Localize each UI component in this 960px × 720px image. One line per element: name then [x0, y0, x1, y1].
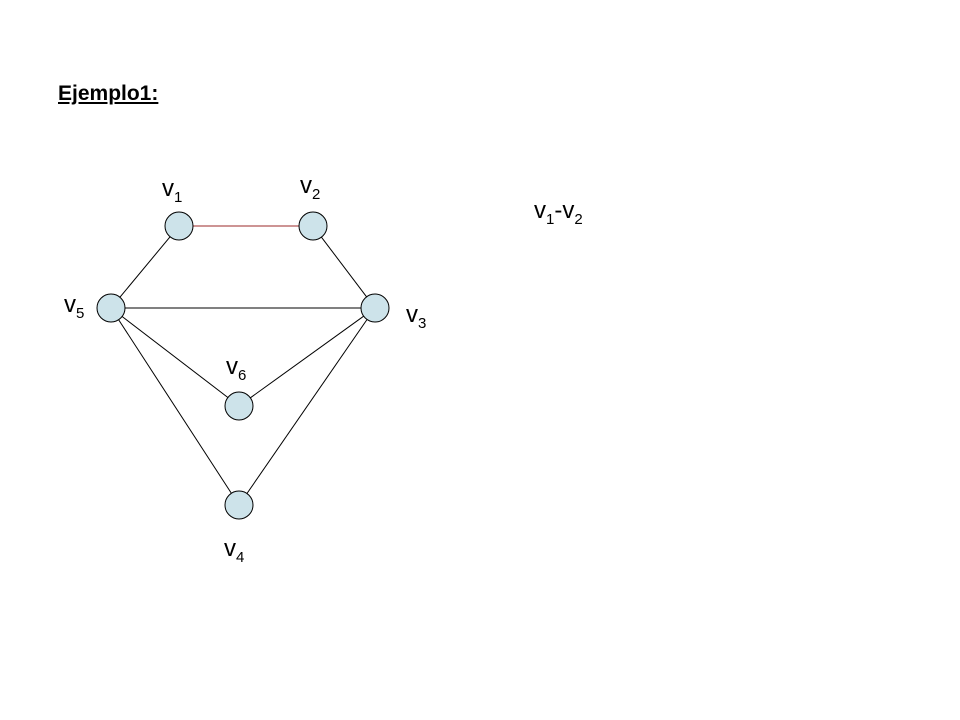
edge-v1-v5 [119, 236, 171, 298]
node-v1 [164, 211, 194, 241]
node-label-v2: v2 [300, 172, 320, 203]
node-v4 [224, 490, 254, 520]
annotation-label: v1-v2 [534, 197, 583, 228]
edge-v4-v3 [246, 319, 368, 494]
edge-v5-v6 [121, 316, 229, 398]
edge-v6-v3 [250, 315, 364, 399]
node-label-v6: v6 [226, 353, 246, 384]
page-title: Ejemplo1: [58, 82, 159, 105]
node-v6 [224, 391, 254, 421]
edge-v2-v3 [321, 236, 367, 298]
node-label-v4: v4 [224, 535, 244, 566]
node-label-v5: v5 [64, 291, 84, 322]
node-v2 [298, 211, 328, 241]
node-label-v3: v3 [406, 301, 426, 332]
node-v3 [360, 293, 390, 323]
nodes-group [96, 211, 390, 520]
labels-group: v1 v2 v3 v4 v5 v6 [64, 172, 426, 566]
node-label-v1: v1 [162, 175, 182, 206]
node-v5 [96, 293, 126, 323]
edges-group [118, 225, 368, 494]
edge-v5-v4 [118, 319, 232, 494]
